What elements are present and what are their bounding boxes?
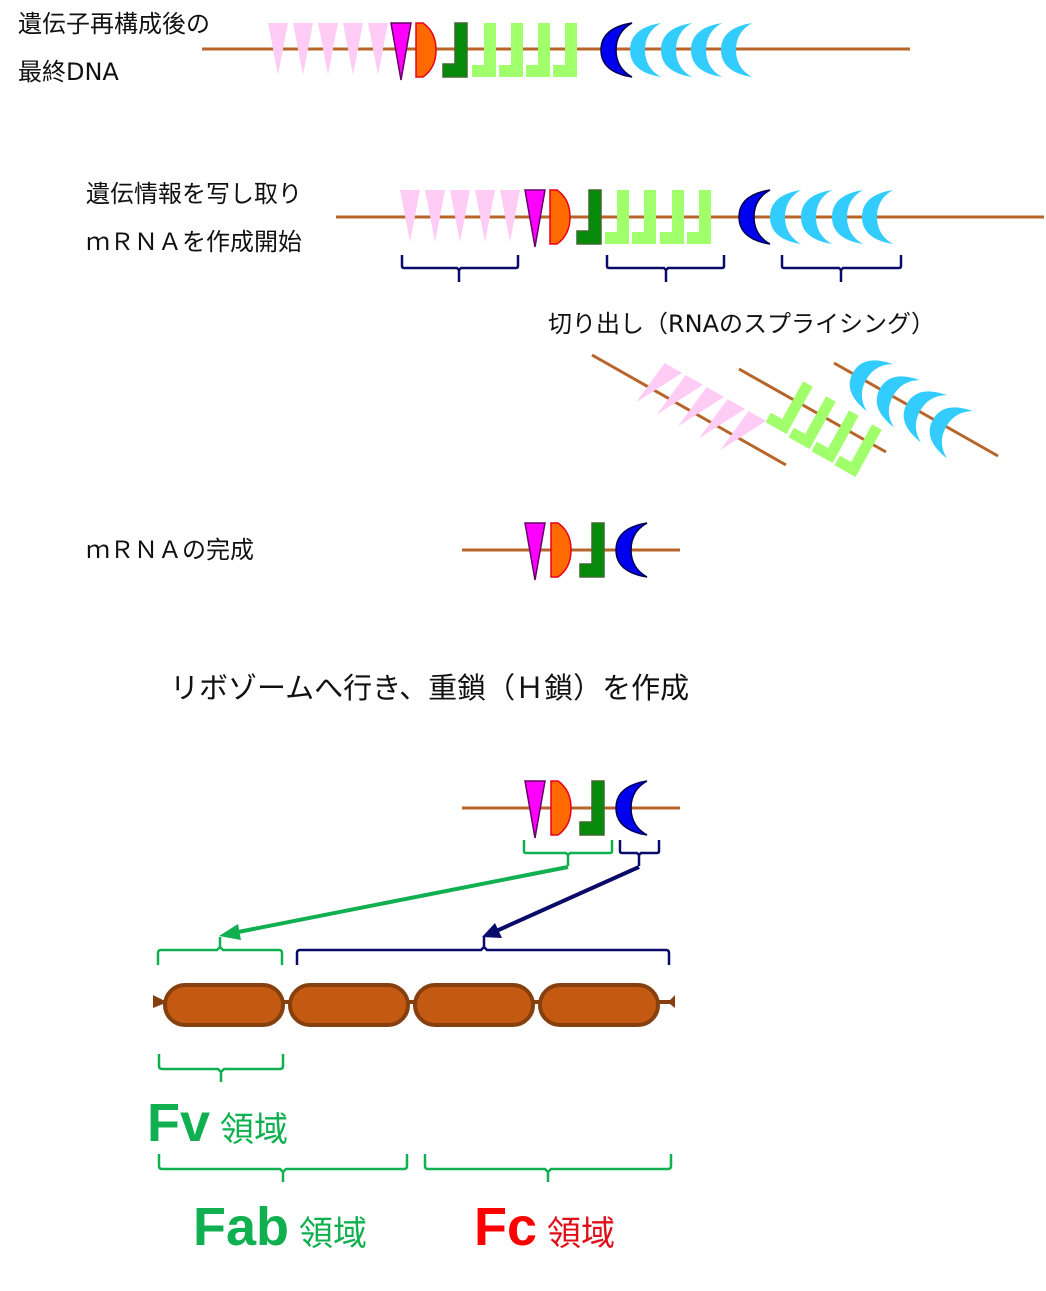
- ribosome-mrna-strand: [219, 780, 680, 940]
- ch3-domain: [538, 983, 660, 1027]
- orange-segment-icon: [549, 189, 571, 245]
- arrowhead-icon: [219, 924, 241, 940]
- mrna-transcript-strand: [336, 189, 1044, 282]
- orange-segment-icon: [550, 522, 572, 578]
- light-blue-segment-icon: [849, 360, 894, 412]
- step2-label-line1: 遺伝情報を写し取り: [86, 180, 302, 208]
- step1-label-line1: 遺伝子再構成後の: [18, 10, 210, 38]
- final-dna-strand: [202, 22, 910, 81]
- fc-suffix: 領域: [547, 1214, 616, 1254]
- step2-label-line2: ｍＲＮＡを作成開始: [86, 228, 302, 256]
- ch2-domain: [413, 983, 535, 1027]
- v-segment-icon: [699, 399, 746, 439]
- spliced-fragments: [591, 353, 999, 477]
- constant-domains-bracket: [295, 937, 671, 965]
- constant-bracket: [618, 840, 661, 866]
- d-segment-icon: [390, 22, 412, 81]
- v-segment-icon: [636, 363, 683, 403]
- splicing-label: 切り出し（RNAのスプライシング）: [548, 310, 936, 338]
- heavy-chain-protein: [153, 937, 675, 1182]
- spliced-c-fragment: [833, 360, 999, 459]
- rna-line: [738, 367, 887, 454]
- fv-name: Fv: [147, 1093, 211, 1153]
- ch1-domain: [288, 983, 410, 1027]
- variable-arrow: [232, 865, 569, 935]
- light-blue-segment-icon: [903, 391, 948, 443]
- vh-domain-bracket: [156, 937, 284, 965]
- fab-bracket: [157, 1154, 409, 1182]
- variable-bracket: [522, 840, 614, 866]
- spliced-j-fragment: [738, 367, 887, 477]
- ribosome-heavy-chain-label: リボゾームへ行き、重鎖（Ｈ鎖）を作成: [170, 671, 690, 705]
- v-segment-icon: [657, 375, 704, 415]
- arrowhead-icon: [482, 923, 502, 938]
- orange-segment-icon: [550, 780, 572, 836]
- light-green-segment-icon: [788, 396, 836, 449]
- splice-bracket-c: [780, 255, 903, 282]
- fab-name: Fab: [193, 1197, 290, 1257]
- rna-line: [591, 353, 787, 467]
- completed-mrna-strand: [462, 522, 680, 581]
- light-green-segment-icon: [811, 410, 859, 463]
- orange-segment-icon: [415, 22, 437, 78]
- fv-bracket: [157, 1054, 285, 1082]
- fc-bracket: [423, 1154, 673, 1182]
- mrna-complete-label: ｍＲＮＡの完成: [86, 536, 254, 564]
- fab-suffix: 領域: [299, 1214, 368, 1254]
- spliced-v-fragment: [591, 353, 787, 467]
- light-green-segment-icon: [834, 424, 882, 477]
- light-blue-segment-icon: [929, 407, 974, 459]
- vh-domain: [163, 983, 285, 1027]
- step1-label-line2: 最終DNA: [18, 58, 119, 86]
- splice-bracket-j: [605, 255, 726, 282]
- light-blue-segment-icon: [876, 376, 921, 428]
- v-segment-icon: [720, 411, 767, 451]
- light-green-segment-icon: [765, 381, 813, 434]
- fc-name: Fc: [474, 1197, 538, 1257]
- fv-suffix: 領域: [220, 1110, 289, 1150]
- constant-arrow: [493, 865, 640, 934]
- splice-bracket-v: [400, 255, 520, 282]
- v-segment-icon: [678, 387, 725, 427]
